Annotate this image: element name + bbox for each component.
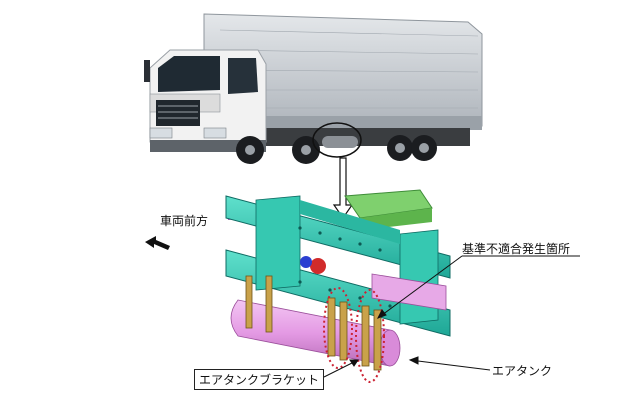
air-tank-brackets [245,275,382,371]
chassis-cad-view [225,189,451,383]
vehicle-front-label: 車両前方 [160,214,209,228]
nonconformity-markers [323,287,385,383]
nonconformity-label: 基準不適合発生箇所 [462,242,571,256]
truck-image [144,13,483,164]
arrow-left-icon [145,236,170,250]
air-tank-bracket-label: エアタンクブラケット [194,369,325,390]
air-tank-label: エアタンク [492,364,553,378]
leader-lines [323,255,580,378]
truck-highlight-ellipse [312,122,362,158]
air-tank-shape [230,273,447,367]
pointer-arrow [332,157,354,220]
